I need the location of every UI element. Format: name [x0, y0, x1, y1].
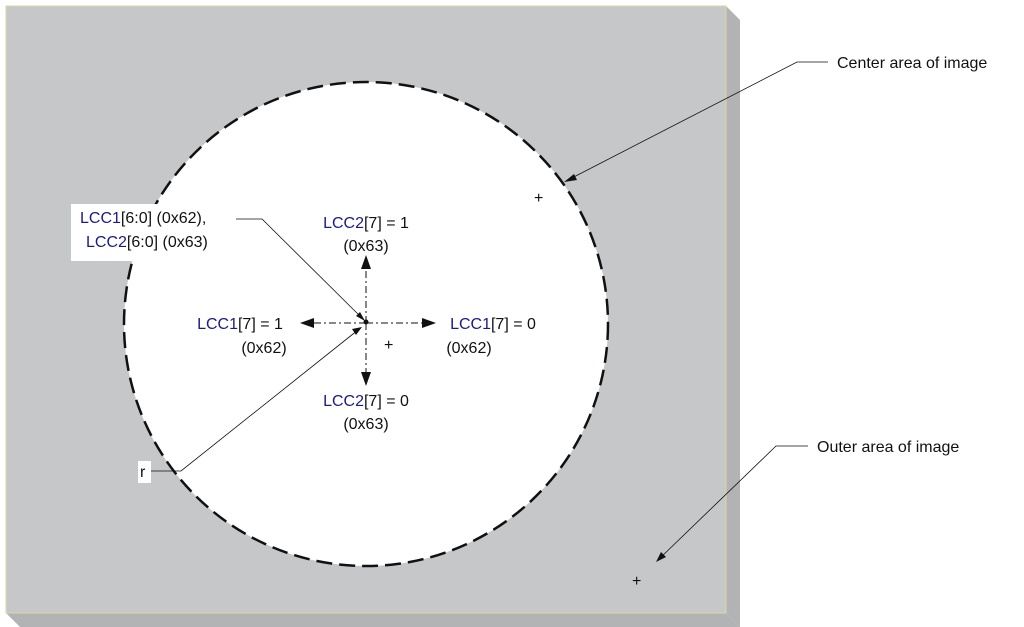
outer-area-callout-line: [657, 445, 808, 561]
left-direction-label: LCC1[7] = 1: [197, 316, 283, 333]
outer-area-callout-arrowhead: [656, 552, 666, 562]
lcc-origin-label-box: [71, 204, 235, 261]
arrow-right-head: [422, 318, 436, 328]
radius-label-box: [138, 461, 151, 483]
right-register-name: LCC1: [450, 316, 491, 333]
right-direction-label: LCC1[7] = 0: [450, 316, 536, 333]
arrow-up-head: [361, 255, 371, 269]
lcc1-range: [6:0] (0x62),: [121, 210, 206, 227]
down-address-label: (0x63): [343, 416, 388, 433]
down-bit-value: [7] = 0: [364, 393, 409, 410]
lcc2-range: [6:0] (0x63): [127, 234, 208, 251]
origin-leader-line: [236, 218, 365, 321]
center-area-callout-arrowhead: [564, 174, 577, 182]
up-register-name: LCC2: [323, 215, 364, 232]
center-area-callout-line: [565, 61, 828, 182]
lcc2-register-name: LCC2: [86, 234, 127, 251]
radius-arrowhead: [352, 327, 362, 335]
left-bit-value: [7] = 1: [238, 316, 283, 333]
lcc1-register-name: LCC1: [80, 210, 121, 227]
up-address-label: (0x63): [343, 238, 388, 255]
right-address-label: (0x62): [446, 340, 491, 357]
outer-area-label: Outer area of image: [817, 439, 959, 456]
lcc-origin-label-line1: LCC1[6:0] (0x62),: [80, 210, 206, 227]
plus-marker-center-area: +: [534, 190, 543, 207]
left-address-label: (0x62): [241, 340, 286, 357]
down-direction-label: LCC2[7] = 0: [323, 393, 409, 410]
radius-line: [150, 329, 359, 472]
center-area-label: Center area of image: [837, 55, 987, 72]
origin-leader-arrowhead: [356, 312, 365, 321]
right-bit-value: [7] = 0: [491, 316, 536, 333]
arrow-left-head: [300, 318, 314, 328]
up-bit-value: [7] = 1: [364, 215, 409, 232]
radius-label: r: [140, 464, 146, 481]
down-register-name: LCC2: [323, 393, 364, 410]
plus-marker-origin: +: [384, 337, 393, 354]
lcc-origin-label-line2: LCC2[6:0] (0x63): [86, 234, 208, 251]
plus-marker-outer-area: +: [632, 573, 641, 590]
arrow-down-head: [361, 372, 371, 386]
up-direction-label: LCC2[7] = 1: [323, 215, 409, 232]
left-register-name: LCC1: [197, 316, 238, 333]
panel-bottom-edge: [6, 613, 740, 627]
panel-side-edge: [726, 6, 740, 627]
